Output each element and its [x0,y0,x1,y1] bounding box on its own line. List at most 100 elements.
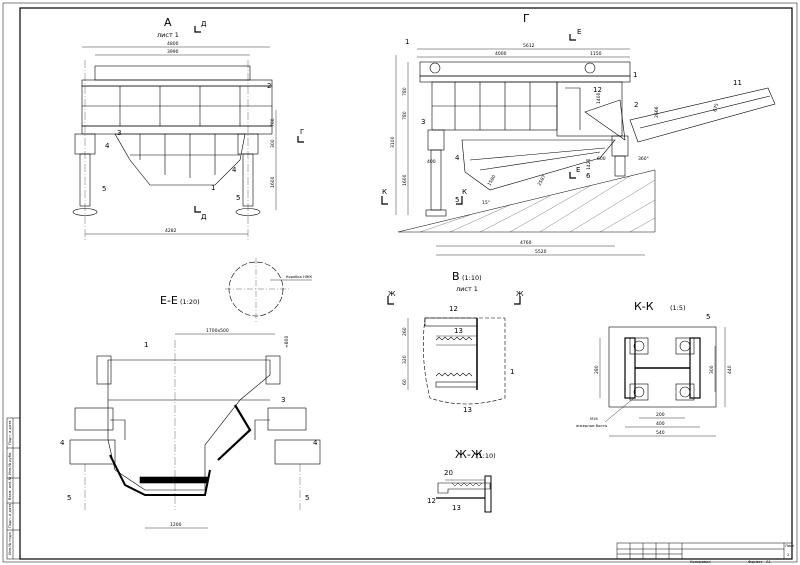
section-e-bottom: Е [576,166,580,174]
dim-g-360: 360° [638,156,649,162]
view-g-title: Г [523,12,530,25]
view-a: А лист 1 Д Д 4800 3990 4282 [72,16,304,240]
dim-g-5612: 5612 [523,43,535,49]
g-motor-bracket [584,99,626,141]
a-top-frame [94,65,251,81]
g-leg-left [430,149,442,211]
a-callout-1: 1 [211,184,215,192]
dim-g-400: 400 [427,159,436,165]
a-callout-2: 2 [267,82,271,90]
g-callout-11: 11 [733,79,742,87]
stamp-label-3: Взам. инв.№ [8,476,12,500]
dim-g-2666: 2666 [654,106,660,118]
dim-k-540: 540 [656,430,665,436]
dim-g-1150: 1150 [590,51,602,57]
stamp-label-1: Инв.№ подл. [8,531,12,555]
dim-a-3990: 3990 [167,49,179,55]
view-v-title: В [452,270,460,283]
dim-ee-h: ≈800 [284,336,290,348]
a-top-beam [81,79,273,87]
ee-bottom-plate [139,476,209,484]
ee-detail-note: Коробка НЖК [286,275,313,279]
g-top-frame [419,61,631,77]
section-g-mark: Г [300,128,304,136]
kk-bolt-1 [633,340,645,352]
ee-hopper [107,359,271,491]
dim-g-1420: 1420 [586,158,592,170]
view-a-subtitle: лист 1 [157,31,179,39]
v-detail-outline [423,317,506,405]
v-callout-13-bottom: 13 [463,406,472,414]
dim-a-4282: 4282 [165,228,177,234]
g-callout-2: 2 [634,101,638,109]
kk-bolt-4 [679,386,691,398]
ee-callout-1: 1 [144,341,148,349]
dim-ee-bottom: 1200 [170,522,182,528]
ee-callout-5-right: 5 [305,494,309,502]
view-a-title: А [164,16,172,29]
kk-bolt-note: анкерные болты [576,424,608,428]
g-leg-right [614,155,626,177]
dim-k-400: 400 [656,421,665,427]
zz-profile [437,482,491,494]
ee-callout-4-left: 4 [60,439,65,447]
format-value: А1 [766,560,771,564]
kk-base-plate [608,326,717,408]
view-zhzh: Ж-Ж (1:10) 20 12 13 [427,448,496,513]
dim-g-2587: 2587 [537,174,548,187]
g-callout-3: 3 [421,118,425,126]
section-d-bottom-label: Д [201,213,207,221]
dim-g-1580: 1580 [487,174,498,187]
a-callout-4-right: 4 [232,166,237,174]
view-zz-title: Ж-Ж [455,448,483,461]
dim-g-3100: 3100 [390,136,396,148]
a-callout-5-right: 5 [236,194,240,202]
dim-g-4760: 4760 [520,240,532,246]
kopiroval-label: Копировал [690,560,711,564]
g-ground-slope [397,169,656,233]
section-zh-left: Ж [388,290,396,298]
g-lug-right [584,62,596,74]
list-label: Лист [785,544,794,548]
dim-g-4000: 4000 [495,51,507,57]
inner-frame [19,7,793,560]
section-d-top-label: Д [201,20,207,28]
a-callout-5-left: 5 [102,185,106,193]
view-ee: Е-Е (1:20) Коробка НЖК 1700х500 ≈800 120… [60,258,321,529]
g-conveyor [629,87,776,143]
kk-bolt-2 [679,340,691,352]
view-ee-scale: (1:20) [180,298,200,306]
v-callout-12: 12 [449,305,458,313]
dim-v-320: 320 [402,355,408,364]
section-zh-right: Ж [516,290,524,298]
ee-support-right [267,407,307,431]
view-v-scale: (1:10) [462,274,482,282]
dim-k-280: 280 [594,365,600,374]
view-zz-scale: (1:10) [476,452,496,460]
list-number: 2 [787,553,789,557]
dim-g-5520: 5520 [535,249,547,255]
section-d-bottom-mark [194,206,201,213]
section-k-right: К [462,188,467,196]
g-callout-1-right: 1 [633,71,637,79]
g-callout-12: 12 [593,86,602,94]
dim-a-1600: 1600 [270,176,276,188]
kk-bolt-label: М16 [590,417,598,421]
view-v-subtitle: лист 1 [456,285,478,293]
dim-g-600: 600 [597,156,606,162]
v-callout-13-top: 13 [454,327,463,335]
dim-a-4800: 4800 [167,41,179,47]
ee-callout-3: 3 [281,396,285,404]
format-label: Формат [748,560,763,564]
dim-a-700: 700 [270,118,276,127]
stamp-label-5: Подп. и дата [8,421,12,445]
zz-callout-13: 13 [452,504,461,512]
side-stamp: Инв.№ подл. Подп. и дата Взам. инв.№ Инв… [6,417,21,560]
view-kk-scale: (1:5) [670,304,686,312]
g-screen-deck [461,139,616,191]
section-k-left: К [382,188,387,196]
dim-g-15: 15° [482,200,490,206]
section-d-top-mark [194,26,201,33]
